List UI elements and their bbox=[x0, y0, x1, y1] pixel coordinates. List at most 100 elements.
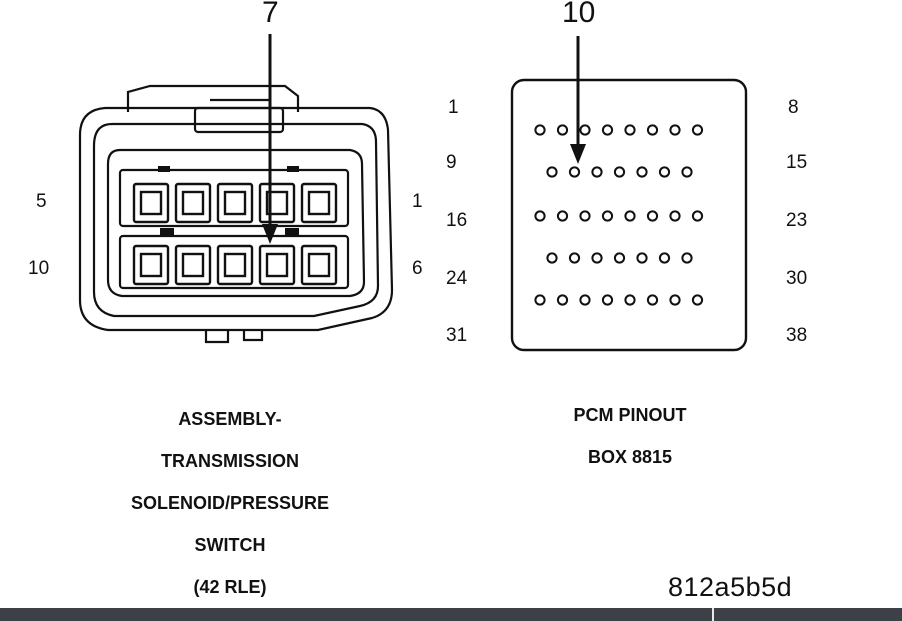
pcm-row-end-label: 38 bbox=[786, 325, 808, 346]
pcm-pin bbox=[534, 294, 546, 306]
pcm-pin bbox=[658, 252, 671, 264]
pcm-pin bbox=[681, 252, 693, 264]
connector-caption-line: TRANSMISSION bbox=[160, 451, 299, 471]
pcm-pin bbox=[591, 252, 603, 264]
pcm-row-start-label: 31 bbox=[446, 325, 468, 346]
connector-cavity bbox=[132, 182, 170, 224]
connector-bottom-keys bbox=[204, 330, 264, 344]
pcm-pin bbox=[624, 294, 636, 306]
pcm-pin bbox=[691, 210, 704, 222]
connector-cavity-terminal bbox=[139, 190, 163, 216]
connector-pin-label: 6 bbox=[412, 258, 423, 279]
pcm-row-start-label: 16 bbox=[446, 210, 468, 231]
pcm-pin bbox=[681, 166, 693, 178]
connector-cavity-terminal bbox=[265, 252, 289, 278]
connector-cavity-terminal bbox=[223, 252, 247, 278]
connector-cavity bbox=[132, 244, 170, 286]
pcm-pin bbox=[591, 166, 603, 178]
callout-7-label: 7 bbox=[262, 0, 279, 29]
pcm-pin bbox=[646, 124, 659, 136]
connector-cavity bbox=[216, 244, 254, 286]
callout-10-arrowhead bbox=[570, 144, 586, 164]
pcm-row-start-label: 24 bbox=[446, 268, 468, 289]
pcm-caption: PCM PINOUT BOX 8815 bbox=[510, 394, 750, 478]
pcm-pin bbox=[691, 124, 704, 136]
pcm-pin bbox=[691, 294, 704, 306]
connector-cavity-terminal bbox=[265, 190, 289, 216]
connector-cavity bbox=[174, 244, 212, 286]
pcm-pin bbox=[534, 124, 546, 136]
connector-cavity-terminal bbox=[181, 252, 205, 278]
connector-latch bbox=[126, 84, 300, 112]
connector-cavity bbox=[174, 182, 212, 224]
connector-caption-line: ASSEMBLY- bbox=[178, 409, 282, 429]
pcm-pin bbox=[624, 124, 636, 136]
connector-cavity-terminal bbox=[307, 190, 331, 216]
pcm-pin bbox=[646, 210, 659, 222]
pcm-pin bbox=[646, 294, 659, 306]
connector-caption-line: SOLENOID/PRESSURE bbox=[130, 493, 330, 513]
connector-inner-shell bbox=[106, 148, 366, 298]
pcm-pin bbox=[636, 166, 648, 178]
pcm-pin bbox=[613, 166, 626, 178]
connector-cavity-terminal bbox=[139, 252, 163, 278]
connector-cavity bbox=[258, 182, 296, 224]
connector-caption-line: (42 RLE) bbox=[193, 577, 267, 597]
pcm-pin bbox=[601, 124, 614, 136]
connector-cavity bbox=[258, 244, 296, 286]
bottom-bar-separator bbox=[712, 608, 714, 621]
connector-pin-label: 5 bbox=[36, 191, 47, 212]
pcm-row-end-label: 30 bbox=[786, 268, 808, 289]
pcm-pin bbox=[534, 210, 546, 222]
cavity-tag bbox=[160, 228, 174, 235]
pcm-row-end-label: 15 bbox=[786, 152, 808, 173]
pcm-pin bbox=[601, 210, 614, 222]
connector-caption-line: SWITCH bbox=[194, 535, 266, 555]
pcm-pin bbox=[556, 210, 569, 222]
pcm-pin bbox=[669, 294, 681, 306]
pcm-pin bbox=[579, 124, 591, 136]
callout-7-arrowhead bbox=[262, 224, 278, 244]
cavity-tag bbox=[158, 166, 170, 172]
pcm-pin bbox=[624, 210, 636, 222]
pcm-row-start-label: 9 bbox=[446, 152, 457, 173]
pcm-pin bbox=[658, 166, 671, 178]
cavity-tag bbox=[285, 228, 299, 235]
pcm-pin bbox=[636, 252, 648, 264]
pcm-pin bbox=[613, 252, 626, 264]
connector-pin-label: 1 bbox=[412, 191, 423, 212]
pcm-pin bbox=[546, 166, 558, 178]
connector-mid-shell bbox=[92, 122, 380, 318]
pcm-pin bbox=[556, 294, 569, 306]
pcm-row-end-label: 23 bbox=[786, 210, 808, 231]
cavity-tag bbox=[287, 166, 299, 172]
pcm-pin bbox=[579, 210, 591, 222]
connector-caption: ASSEMBLY- TRANSMISSION SOLENOID/PRESSURE… bbox=[60, 398, 400, 608]
pcm-pin bbox=[601, 294, 614, 306]
bottom-bar bbox=[0, 608, 902, 621]
connector-cavity bbox=[300, 182, 338, 224]
pcm-row-start-label: 1 bbox=[448, 97, 459, 118]
pcm-pin bbox=[568, 166, 581, 178]
connector-outer-shell bbox=[78, 106, 394, 332]
connector-cavity-terminal bbox=[307, 252, 331, 278]
pcm-pin bbox=[579, 294, 591, 306]
pcm-pin bbox=[568, 252, 581, 264]
connector-pin-label: 10 bbox=[28, 258, 50, 279]
figure-code: 812a5b5d bbox=[668, 572, 793, 602]
connector-cavity-terminal bbox=[181, 190, 205, 216]
connector-cavity bbox=[216, 182, 254, 224]
connector-cavity-terminal bbox=[223, 190, 247, 216]
pcm-caption-line: BOX 8815 bbox=[587, 447, 673, 467]
pcm-pin bbox=[546, 252, 558, 264]
pcm-pin bbox=[669, 210, 681, 222]
pcm-row-end-label: 8 bbox=[788, 97, 799, 118]
pcm-pin bbox=[669, 124, 681, 136]
pcm-caption-line: PCM PINOUT bbox=[573, 405, 687, 425]
pcm-pin bbox=[556, 124, 569, 136]
callout-10-label: 10 bbox=[562, 0, 596, 29]
connector-cavity bbox=[300, 244, 338, 286]
